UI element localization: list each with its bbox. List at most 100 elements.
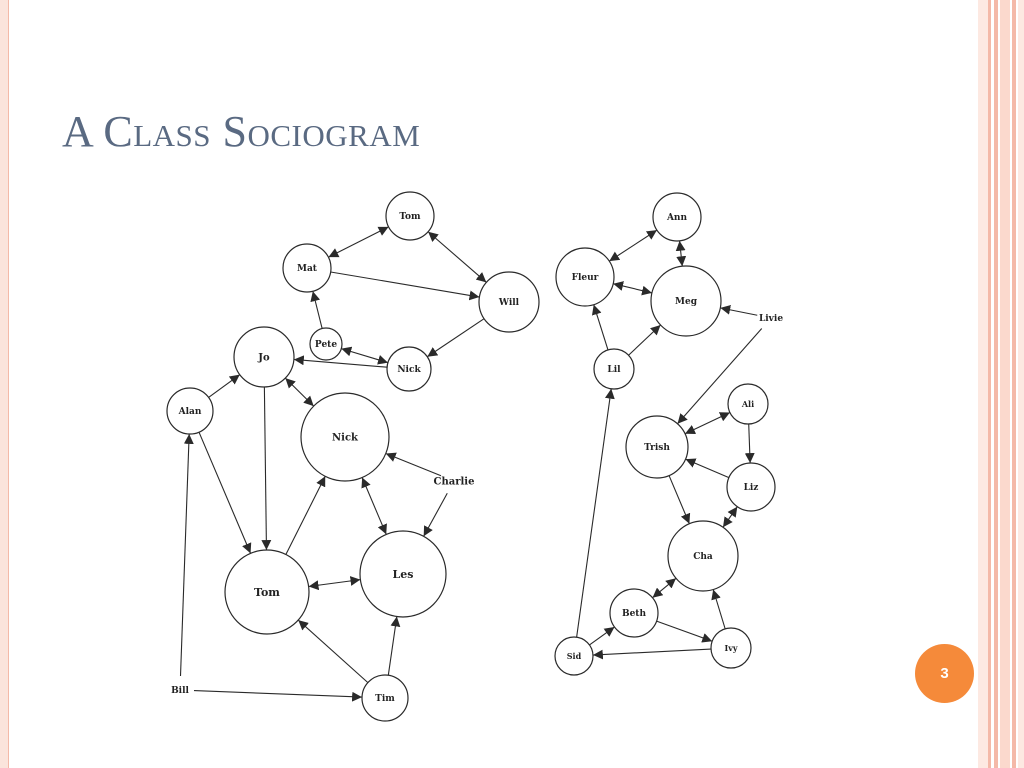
node-label: Charlie	[434, 477, 475, 488]
node-alan: Alan	[166, 387, 214, 435]
node-charlie: Charlie	[434, 477, 475, 488]
node-circle	[478, 271, 540, 333]
node-label: Liz	[744, 483, 759, 493]
node-sid: Sid	[554, 636, 594, 676]
node-circle	[667, 520, 739, 592]
edge-sid-beth	[589, 626, 615, 646]
node-tom_big: Tom	[224, 549, 310, 635]
node-livie: Livie	[759, 314, 783, 324]
node-circle	[386, 346, 432, 392]
node-will: Will	[478, 271, 540, 333]
right-border-decoration	[978, 0, 1024, 768]
node-cha: Cha	[667, 520, 739, 592]
node-label: Trish	[644, 443, 670, 453]
node-label: Jo	[257, 353, 270, 364]
node-circle	[361, 674, 409, 722]
edge-livie-trish	[677, 328, 763, 425]
node-circle	[282, 243, 332, 293]
edge-nick_small-jo	[293, 355, 388, 368]
node-circle	[652, 192, 702, 242]
node-ali: Ali	[727, 383, 769, 425]
edge-bill-alan	[179, 433, 194, 677]
node-tom_top: Tom	[385, 191, 435, 241]
node-tim: Tim	[361, 674, 409, 722]
edge-ann-meg	[675, 240, 687, 267]
edge-alan-tom_big	[198, 431, 252, 554]
node-label: Fleur	[572, 273, 599, 283]
node-label: Ivy	[724, 643, 737, 653]
node-label: Les	[393, 568, 414, 581]
node-jo: Jo	[233, 326, 295, 388]
node-mat: Mat	[282, 243, 332, 293]
node-label: Tim	[375, 694, 395, 704]
node-label: Bill	[171, 686, 189, 696]
edge-liz-cha	[722, 506, 738, 528]
node-circle	[166, 387, 214, 435]
node-pete: Pete	[309, 327, 343, 361]
node-circle	[609, 588, 659, 638]
edge-jo-tom_big	[261, 386, 272, 551]
node-circle	[726, 462, 776, 512]
node-label: Beth	[622, 609, 646, 619]
edge-liz-trish	[685, 458, 730, 479]
node-label: Lil	[607, 365, 621, 375]
edge-charlie-nick_big	[385, 452, 442, 477]
node-circle	[625, 415, 689, 479]
node-ann: Ann	[652, 192, 702, 242]
node-layer: TomMatWillPeteNickJoAlanNickCharlieTomLe…	[166, 191, 783, 722]
node-label: Nick	[397, 365, 421, 375]
edge-fleur-meg	[613, 281, 653, 296]
node-bill: Bill	[171, 686, 189, 696]
edge-bill-tim	[193, 689, 363, 702]
node-nick_big: Nick	[300, 392, 390, 482]
page-number-badge: 3	[915, 644, 974, 703]
node-label: Meg	[675, 297, 698, 307]
node-label: Nick	[332, 433, 359, 444]
edge-tom_big-nick_big	[285, 476, 326, 555]
edge-alan-jo	[208, 374, 241, 398]
node-circle	[224, 549, 310, 635]
node-circle	[385, 191, 435, 241]
edge-beth-cha	[652, 577, 677, 599]
node-label: Cha	[693, 552, 713, 562]
node-lil: Lil	[593, 348, 635, 390]
edge-jo-nick_big	[284, 377, 315, 407]
edge-livie-meg	[720, 304, 758, 316]
node-circle	[710, 627, 752, 669]
edge-layer	[179, 226, 763, 702]
node-nick_small: Nick	[386, 346, 432, 392]
edge-ivy-cha	[711, 589, 726, 630]
node-circle	[593, 348, 635, 390]
node-circle	[359, 530, 447, 618]
node-les: Les	[359, 530, 447, 618]
page-number: 3	[940, 665, 949, 682]
node-ivy: Ivy	[710, 627, 752, 669]
edge-pete-mat	[310, 291, 323, 329]
edge-ali-liz	[744, 423, 755, 464]
node-label: Livie	[759, 314, 783, 324]
node-label: Mat	[297, 264, 318, 274]
node-circle	[233, 326, 295, 388]
edge-tim-les	[387, 616, 401, 676]
node-label: Will	[498, 298, 520, 308]
node-label: Ann	[666, 213, 688, 223]
edge-pete-nick_small	[341, 346, 389, 365]
edge-tom_top-will	[427, 231, 487, 283]
edge-mat-tom_top	[328, 226, 389, 258]
node-circle	[650, 265, 722, 337]
edge-trish-cha	[668, 475, 691, 524]
node-label: Sid	[567, 651, 582, 661]
edge-lil-fleur	[591, 304, 609, 351]
node-meg: Meg	[650, 265, 722, 337]
node-circle	[554, 636, 594, 676]
node-liz: Liz	[726, 462, 776, 512]
node-label: Alan	[178, 407, 202, 417]
edge-fleur-ann	[608, 229, 658, 262]
left-border-decoration	[0, 0, 9, 768]
node-circle	[727, 383, 769, 425]
slide-title: A Class Sociogram	[62, 107, 421, 156]
node-label: Pete	[315, 340, 337, 350]
edge-sid-lil	[576, 388, 615, 638]
